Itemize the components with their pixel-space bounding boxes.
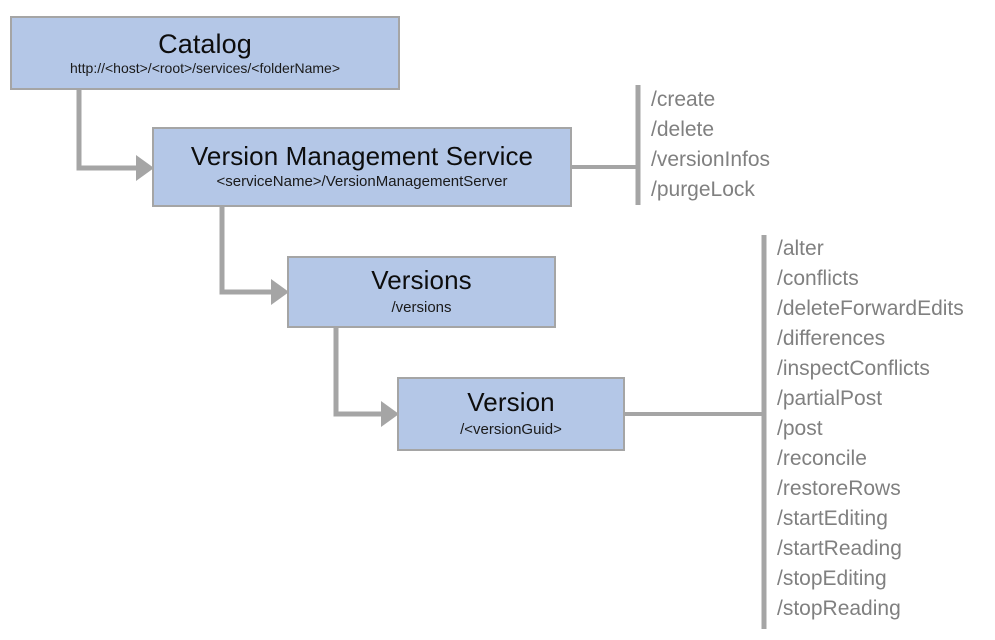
node-catalog-title: Catalog [158, 28, 252, 59]
node-version-management-service-subtitle: <serviceName>/VersionManagementServer [216, 173, 508, 191]
operation-item[interactable]: /create [651, 88, 716, 111]
operation-item[interactable]: /purgeLock [651, 178, 755, 201]
node-versions-subtitle: /versions [391, 299, 452, 317]
operation-item[interactable]: /startEditing [777, 507, 888, 530]
operation-item[interactable]: /stopEditing [777, 567, 887, 590]
operation-item[interactable]: /inspectConflicts [777, 357, 930, 380]
operation-item[interactable]: /restoreRows [777, 477, 901, 500]
operation-item[interactable]: /versionInfos [651, 148, 771, 171]
operation-item[interactable]: /alter [777, 237, 824, 260]
operation-item[interactable]: /stopReading [777, 597, 901, 620]
operation-item[interactable]: /conflicts [777, 267, 859, 290]
connector-version-to-operations [625, 235, 767, 629]
connector-versions-to-version [333, 328, 399, 427]
operation-list-version: /alter /conflicts /deleteForwardEdits /d… [777, 234, 964, 624]
node-version-subtitle: /<versionGuid> [460, 421, 562, 439]
node-version[interactable]: Version /<versionGuid> [397, 377, 625, 451]
connector-service-to-versions [219, 207, 289, 305]
node-versions[interactable]: Versions /versions [287, 256, 556, 328]
operation-item[interactable]: /post [777, 417, 823, 440]
operation-item[interactable]: /partialPost [777, 387, 883, 410]
node-version-title: Version [467, 387, 555, 418]
operation-list-service: /create /delete /versionInfos /purgeLock [651, 85, 770, 205]
connector-service-to-operations [572, 85, 641, 205]
node-catalog-subtitle: http://<host>/<root>/services/<folderNam… [69, 59, 341, 76]
node-version-management-service-title: Version Management Service [190, 141, 534, 172]
operation-item[interactable]: /reconcile [777, 447, 867, 470]
operation-item[interactable]: /deleteForwardEdits [777, 297, 964, 320]
operation-item[interactable]: /delete [651, 118, 715, 141]
connector-catalog-to-service [76, 90, 154, 181]
node-version-management-service[interactable]: Version Management Service <serviceName>… [152, 127, 572, 207]
node-versions-title: Versions [371, 265, 472, 296]
operation-item[interactable]: /differences [777, 327, 886, 350]
node-catalog[interactable]: Catalog http://<host>/<root>/services/<f… [10, 16, 400, 90]
operation-item[interactable]: /startReading [777, 537, 902, 560]
